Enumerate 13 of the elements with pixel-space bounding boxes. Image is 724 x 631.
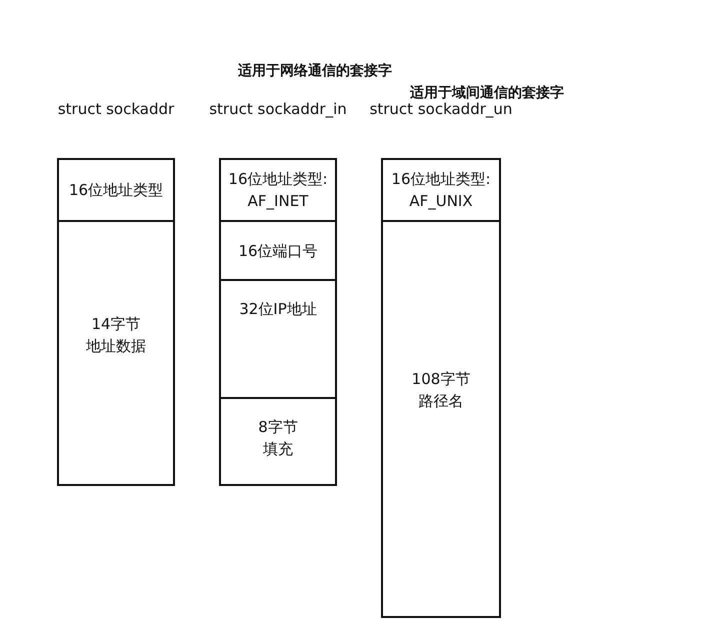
struct-name: struct sockaddr_un [368, 100, 514, 120]
field-cell: 32位IP地址 [221, 279, 335, 397]
field-cell: 108字节路径名 [383, 220, 499, 618]
field-cell: 16位端口号 [221, 220, 335, 279]
struct-name: struct sockaddr_in [208, 99, 348, 120]
field-cell: 16位地址类型: AF_INET [221, 160, 335, 220]
note-text: 适用于网络通信的套接字 [238, 62, 393, 81]
field-cell: 16位地址类型 [59, 160, 173, 220]
note-text: 适用于域间通信的套接字 [410, 84, 565, 102]
field-cell: 14字节地址数据 [59, 220, 173, 488]
struct-name: struct sockaddr [56, 99, 176, 120]
field-cell: 16位地址类型: AF_UNIX [383, 160, 499, 220]
field-cell: 8字节填充 [221, 397, 335, 486]
